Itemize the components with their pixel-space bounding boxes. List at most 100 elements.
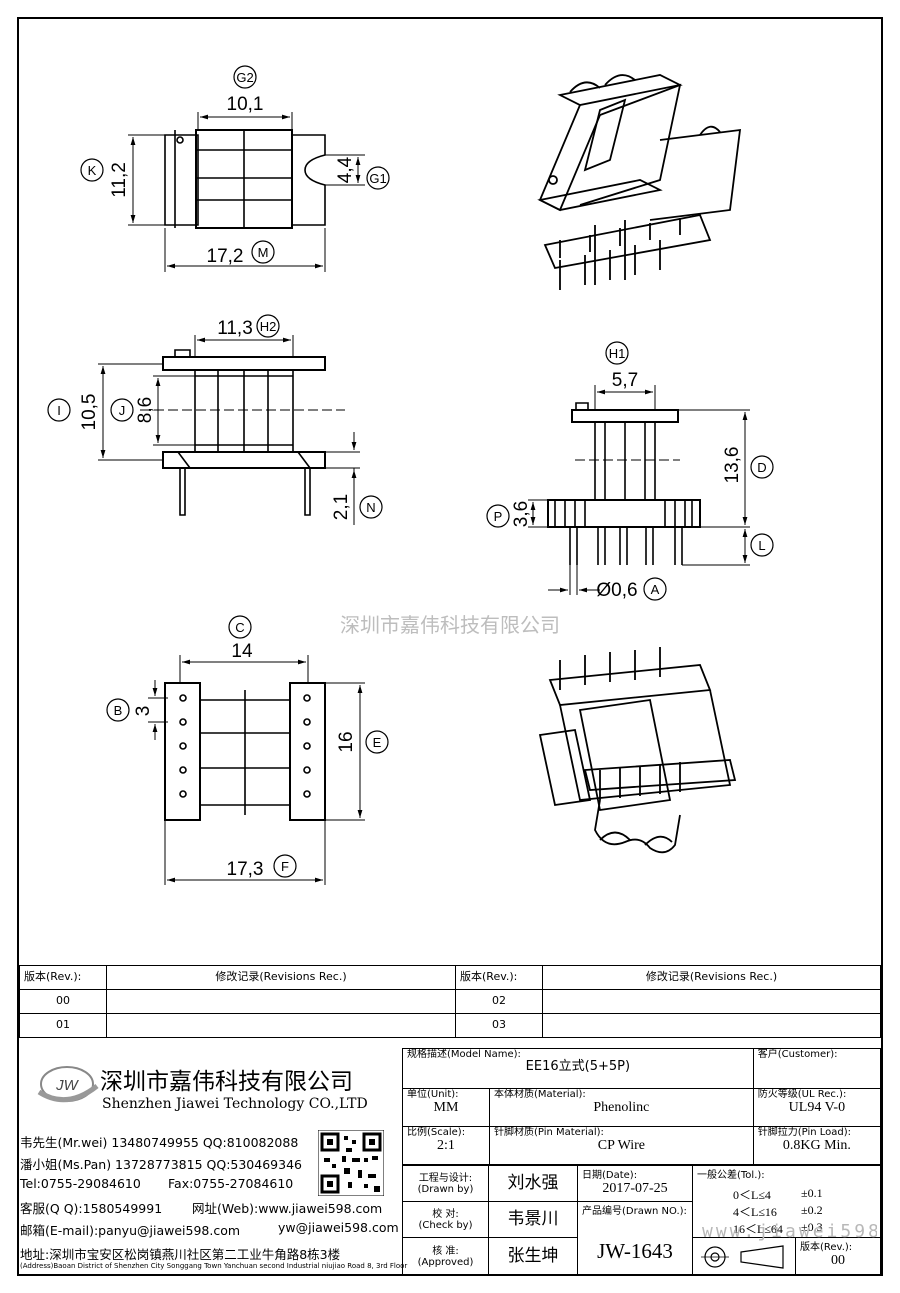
ul-value: UL94 V-0 [788, 1100, 846, 1115]
dim-m-value: 17,2 [207, 246, 244, 267]
bottom-view [106, 615, 389, 885]
contact-pan: 潘小姐(Ms.Pan) 13728773815 QQ:530469346 [20, 1157, 302, 1172]
drawn-label-cell: 工程与设计: (Drawn by) [402, 1165, 489, 1202]
contact-qq: 客服(Q Q):1580549991 [20, 1201, 163, 1216]
rec-header-1: 修改记录(Revisions Rec.) [106, 965, 456, 990]
tag-l: L [758, 538, 765, 553]
tol-range-2: 16＜L≤64 [733, 1222, 783, 1236]
tol-value-1: ±0.2 [801, 1203, 823, 1217]
pin-material-value: CP Wire [597, 1138, 646, 1153]
rev-cell: 版本(Rev.): 00 [795, 1237, 881, 1276]
tol-value-2: ±0.3 [801, 1220, 823, 1234]
rev-header-2: 版本(Rev.): [455, 965, 543, 990]
qr-code [318, 1130, 384, 1196]
unit-value: MM [433, 1100, 459, 1115]
watermark: 深圳市嘉伟科技有限公司 [340, 613, 560, 637]
rev-header-1: 版本(Rev.): [19, 965, 107, 990]
rec-header-2: 修改记录(Revisions Rec.) [542, 965, 881, 990]
address-cn: 地址:深圳市宝安区松岗镇燕川社区第二工业牛角路8栋3楼 [20, 1247, 341, 1262]
model-label: 规格描述(Model Name): [407, 1049, 521, 1060]
dim-c-value: 14 [231, 641, 253, 662]
tag-n: N [366, 500, 375, 515]
company-name-cn: 深圳市嘉伟科技有限公司 [100, 1069, 353, 1095]
title-block-lower: 工程与设计: (Drawn by) 刘水强 日期(Date): 2017-07-… [402, 1165, 881, 1276]
tol-range-0: 0＜L≤4 [733, 1188, 771, 1202]
rev-02: 02 [455, 989, 543, 1014]
check-label: 校 对: [432, 1209, 459, 1220]
rev-value: 00 [831, 1253, 845, 1268]
check-value: 韦景川 [488, 1201, 578, 1238]
unit-label: 单位(Unit): [407, 1089, 459, 1100]
dim-e-value: 16 [336, 731, 357, 752]
address-en: (Address)Baoan District of Shenzhen City… [20, 1262, 408, 1270]
dim-a-value: Ø0,6 [596, 580, 637, 601]
tag-p: P [494, 509, 503, 524]
drawn-label: 工程与设计: [418, 1173, 473, 1184]
check-label-en: (Check by) [418, 1220, 473, 1231]
technical-drawing: 10,1 11,2 4,4 17,2 11,3 10,5 8,6 2,1 5,7… [47, 65, 774, 885]
pin-load-cell: 针脚拉力(Pin Load): 0.8KG Min. [752, 1126, 882, 1165]
approved-label: 核 准: [432, 1246, 459, 1257]
date-cell: 日期(Date): 2017-07-25 [577, 1165, 693, 1202]
rec-cell [542, 1013, 881, 1038]
tag-m: M [258, 245, 269, 260]
ul-cell: 防火等级(UL Rec.): UL94 V-0 [752, 1088, 882, 1127]
drawn-no-label: 产品编号(Drawn NO.): [582, 1206, 687, 1217]
jw-logo: JW [37, 1066, 99, 1103]
tag-f: F [281, 859, 289, 874]
scale-value: 2:1 [437, 1138, 455, 1153]
projection-symbol-icon [701, 1245, 784, 1269]
drawn-label-en: (Drawn by) [417, 1184, 474, 1195]
approved-value: 张生坤 [488, 1237, 578, 1276]
dim-j-value: 8,6 [135, 397, 156, 423]
material-cell: 本体材质(Material): Phenolinc [489, 1088, 754, 1127]
approved-label-en: (Approved) [417, 1257, 474, 1268]
tag-h2: H2 [260, 319, 277, 334]
dim-b-value: 3 [133, 706, 154, 717]
pin-load-value: 0.8KG Min. [782, 1138, 851, 1153]
customer-label: 客户(Customer): [757, 1049, 838, 1060]
pin-material-label: 针脚材质(Pin Material): [494, 1127, 604, 1138]
drawn-no-cell: 产品编号(Drawn NO.): JW-1643 [577, 1201, 693, 1276]
company-block: JW 深圳市嘉伟科技有限公司 Shenzhen Jiawei Technolog… [20, 1050, 407, 1275]
contact-fax: Fax:0755-27084610 [168, 1176, 294, 1191]
check-label-cell: 校 对: (Check by) [402, 1201, 489, 1238]
tag-b: B [114, 703, 123, 718]
tag-g2: G2 [236, 70, 253, 85]
title-block: 规格描述(Model Name): EE16立式(5+5P) 客户(Custom… [402, 1048, 882, 1165]
tag-i: I [57, 403, 61, 418]
rec-cell [542, 989, 881, 1014]
pin-material-cell: 针脚材质(Pin Material): CP Wire [489, 1126, 754, 1165]
rev-03: 03 [455, 1013, 543, 1038]
tol-label: 一般公差(Tol.): [697, 1170, 765, 1181]
dim-k-value: 11,2 [109, 162, 130, 198]
side-view [486, 341, 774, 601]
tolerance-cell: 一般公差(Tol.): 0＜L≤4 ±0.1 4＜L≤16 ±0.2 16＜L≤… [692, 1165, 881, 1238]
website-watermark: www.jiawei598.com [702, 1221, 877, 1242]
top-view [80, 65, 390, 272]
drawn-value: 刘水强 [488, 1165, 578, 1202]
rev-label: 版本(Rev.): [800, 1242, 853, 1253]
pin-load-label: 针脚拉力(Pin Load): [757, 1127, 852, 1138]
customer-cell: 客户(Customer): [752, 1048, 882, 1089]
scale-label: 比例(Scale): [407, 1127, 466, 1138]
dim-i-value: 10,5 [79, 394, 100, 431]
dim-f-value: 17,3 [227, 859, 264, 880]
material-label: 本体材质(Material): [494, 1089, 586, 1100]
dim-d-value: 13,6 [722, 447, 743, 484]
revision-table: 版本(Rev.): 修改记录(Revisions Rec.) 版本(Rev.):… [19, 965, 881, 1038]
tag-j: J [119, 403, 126, 418]
scale-cell: 比例(Scale): 2:1 [402, 1126, 490, 1165]
contact-web: 网址(Web):www.jiawei598.com [192, 1201, 383, 1216]
tol-value-0: ±0.1 [801, 1186, 823, 1200]
tol-range-1: 4＜L≤16 [733, 1205, 777, 1219]
unit-cell: 单位(Unit): MM [402, 1088, 490, 1127]
contact-wei: 韦先生(Mr.wei) 13480749955 QQ:810082088 [20, 1135, 299, 1150]
dim-n-value: 2,1 [331, 494, 352, 520]
contact-email-2: yw@jiawei598.com [278, 1220, 399, 1235]
tag-d: D [757, 460, 766, 475]
front-view [47, 314, 383, 525]
dim-g2-value: 10,1 [227, 94, 264, 115]
dim-g1-value: 4,4 [335, 156, 356, 183]
model-value: EE16立式(5+5P) [525, 1059, 631, 1074]
